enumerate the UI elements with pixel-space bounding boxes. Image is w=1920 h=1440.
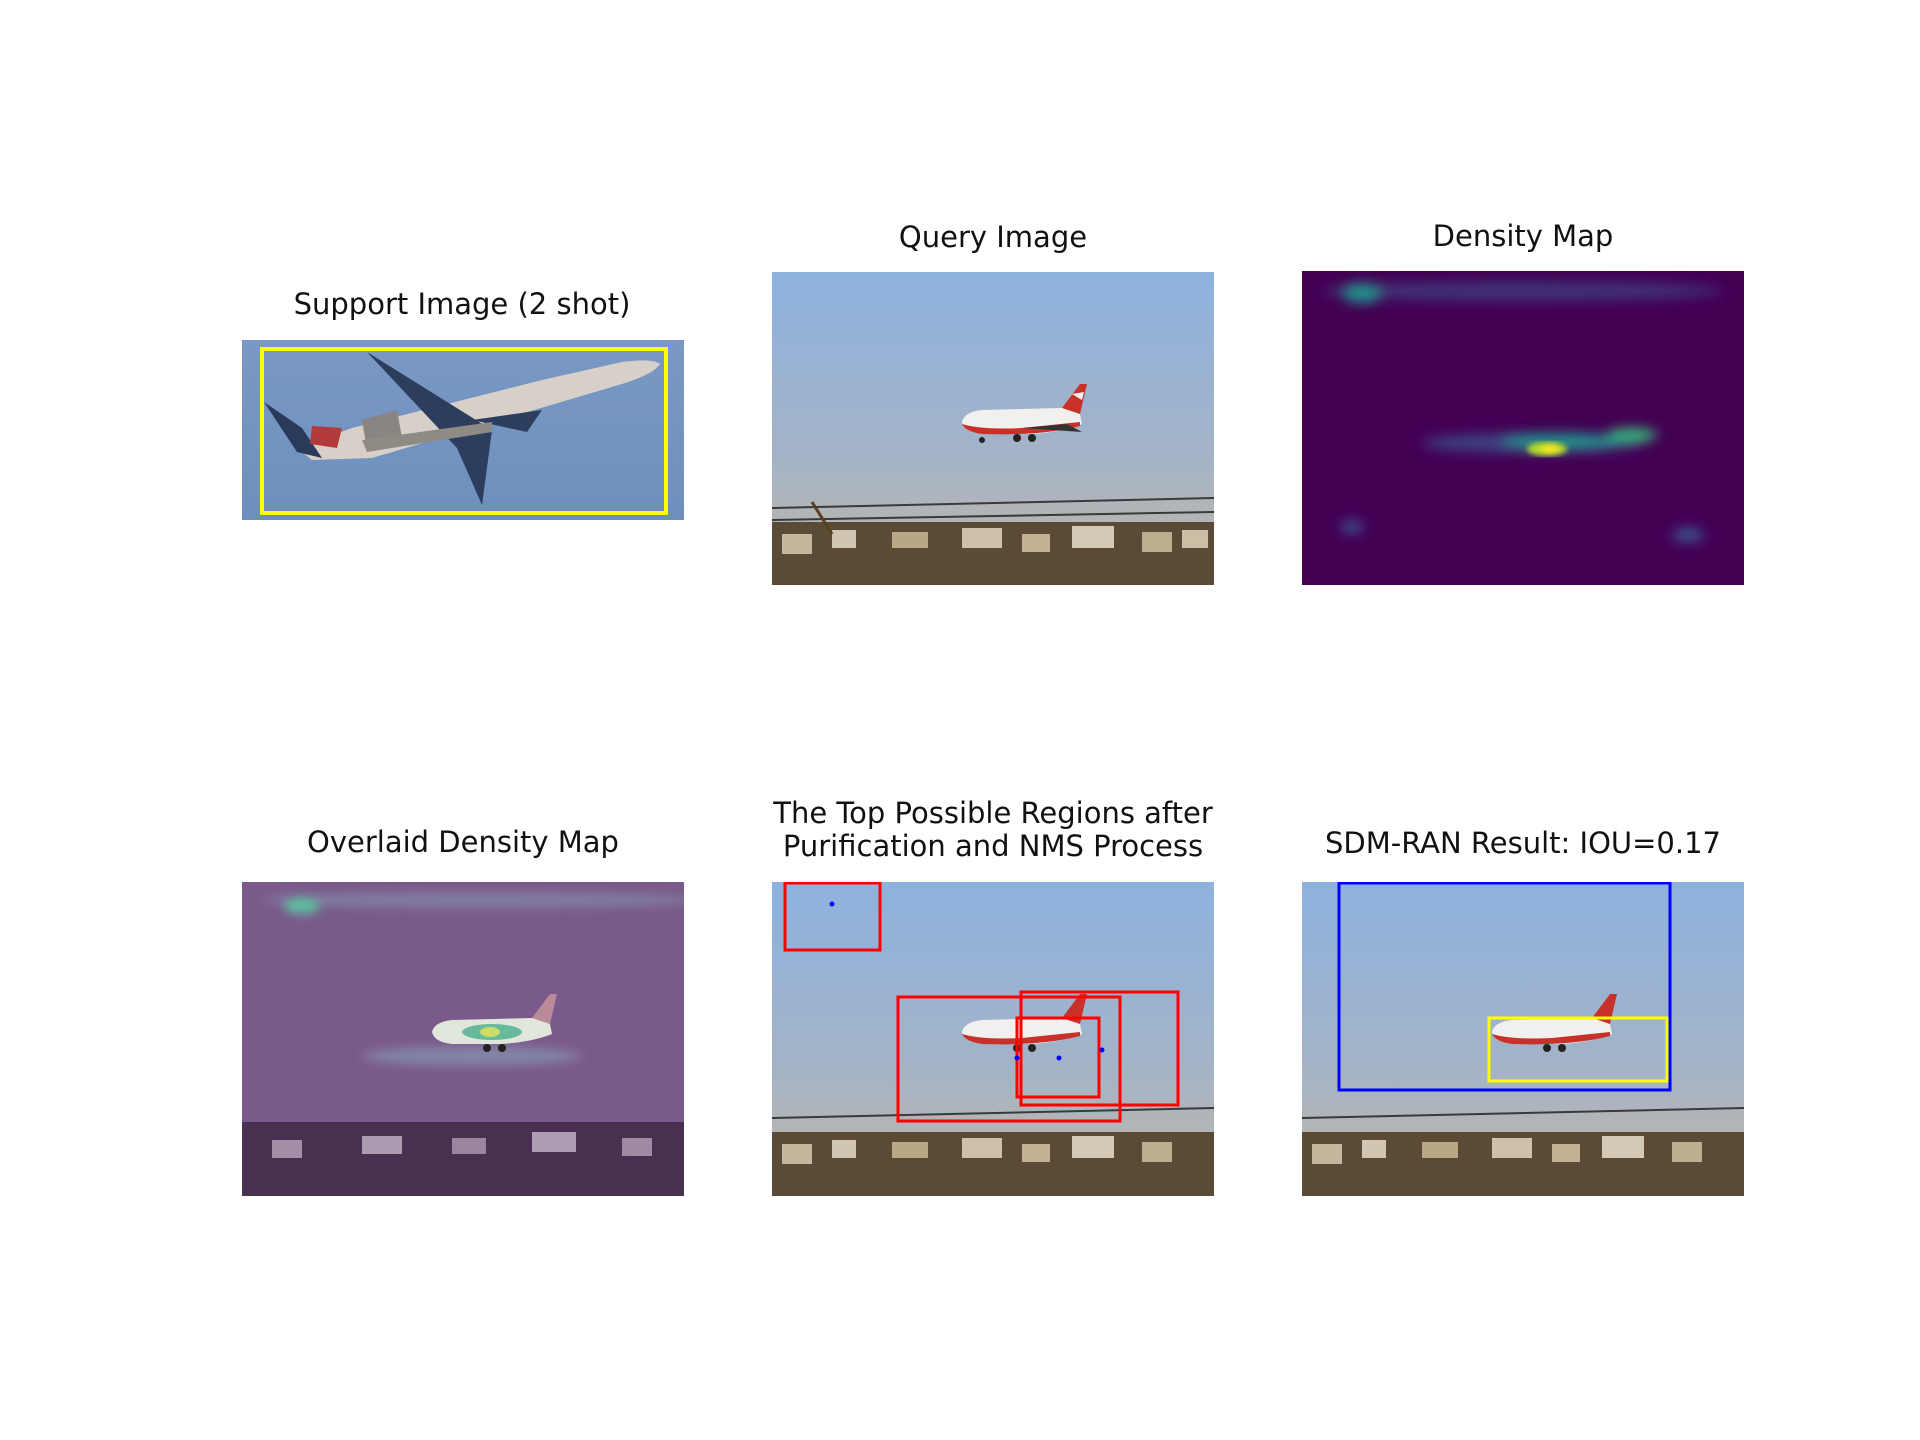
region-point <box>829 901 835 907</box>
result-panel <box>1302 882 1744 1196</box>
region-box <box>896 995 1122 1123</box>
region-point <box>1099 1047 1105 1053</box>
support-airplane <box>264 352 660 505</box>
prediction-box <box>1337 882 1672 1092</box>
support-image-panel <box>242 340 684 520</box>
overlaid-density-map-title: Overlaid Density Map <box>307 825 619 859</box>
overlaid-density-map-panel <box>242 882 684 1196</box>
top-regions-title-line2: Purification and NMS Process <box>782 829 1204 863</box>
result-title: SDM-RAN Result: IOU=0.17 <box>1324 826 1722 860</box>
ground-truth-box <box>1487 1016 1669 1083</box>
query-image-title: Query Image <box>898 220 1088 254</box>
region-point <box>1056 1055 1062 1061</box>
density-map-panel <box>1302 271 1744 585</box>
region-point <box>1014 1055 1020 1061</box>
region-box <box>783 882 882 952</box>
top-regions-title: The Top Possible Regions after Purificat… <box>742 797 1244 863</box>
support-image-title: Support Image (2 shot) <box>293 287 631 321</box>
region-box <box>1019 990 1180 1107</box>
top-regions-panel <box>772 882 1214 1196</box>
query-airplane <box>962 384 1087 443</box>
query-image-panel <box>772 272 1214 585</box>
top-regions-title-line1: The Top Possible Regions after <box>773 796 1213 830</box>
support-bounding-box <box>260 347 668 515</box>
density-map-title: Density Map <box>1432 219 1614 253</box>
